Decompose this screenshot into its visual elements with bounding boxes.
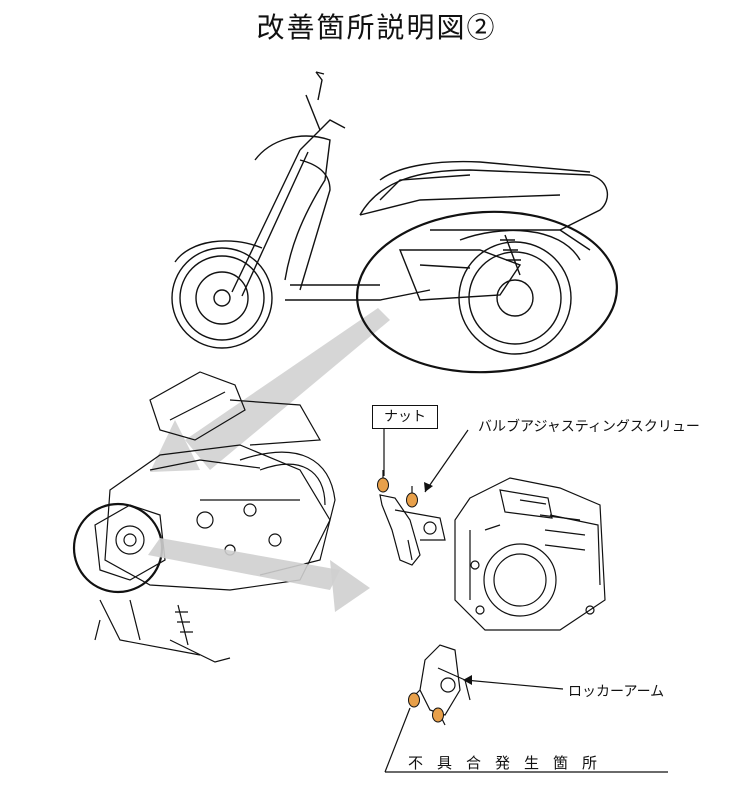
- zoom-arrow-upper-head: [150, 420, 200, 472]
- nut-label-box: ナット: [372, 405, 438, 429]
- defect-location-label: 不具合発生箇所: [408, 754, 612, 772]
- valve-adjusting-screw-label: バルブアジャスティングスクリュー: [478, 419, 700, 435]
- zoom-arrow-lower: [148, 538, 340, 590]
- leader-screw: [424, 429, 469, 493]
- leader-screw-head: [424, 482, 433, 492]
- leader-rocker-head: [463, 675, 472, 685]
- page-title: 改善箇所説明図②: [256, 11, 497, 44]
- nut-highlight-upper-2: [406, 492, 418, 508]
- zoom-arrow-upper: [185, 308, 390, 470]
- nut-highlight-lower-2: [432, 707, 444, 723]
- leader-rocker: [464, 679, 564, 690]
- scooter-illustration: [171, 71, 609, 355]
- highlight-ellipse-scooter: [356, 210, 618, 374]
- throttle-body-illustration: [454, 477, 606, 631]
- nut-highlight-lower-1: [408, 692, 420, 708]
- zoom-arrow-lower-head: [330, 560, 370, 612]
- engine-illustration: [94, 371, 336, 663]
- nut-highlight-upper-1: [377, 477, 389, 493]
- rocker-arm-upper: [379, 494, 446, 566]
- rocker-arm-label: ロッカーアーム: [568, 684, 665, 700]
- leader-defect: [384, 707, 411, 773]
